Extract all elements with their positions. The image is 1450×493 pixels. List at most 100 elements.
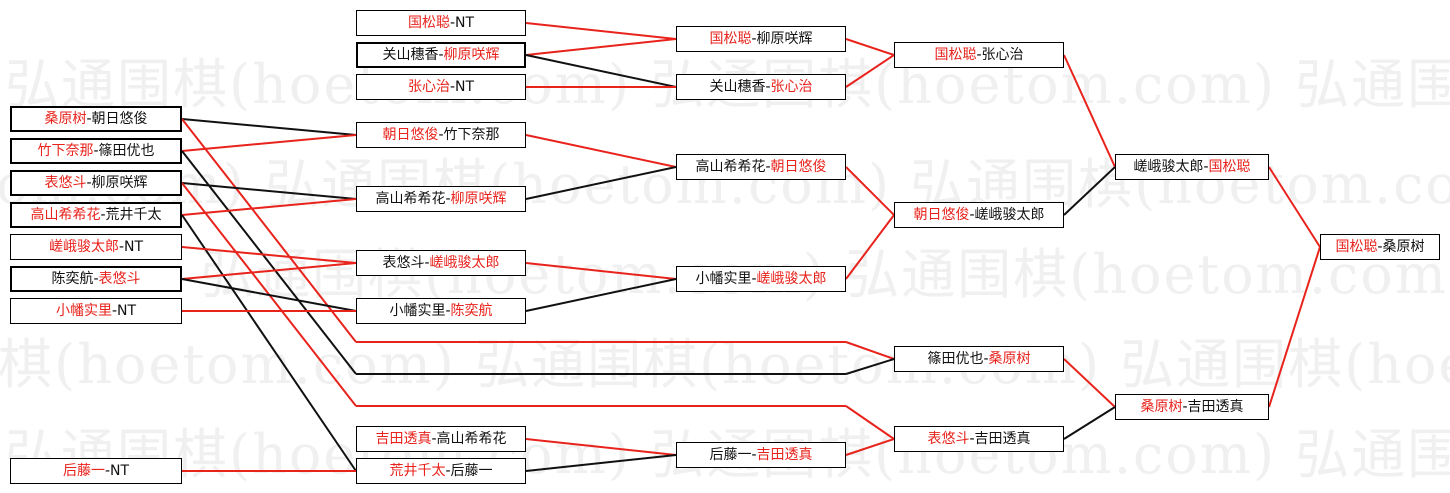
player-name: 嵯峨骏太郎 [756, 271, 827, 287]
match-box-sz[interactable]: 桑原树-吉田透真 [1115, 394, 1269, 420]
player-name: 竹下奈那 [37, 143, 94, 159]
connector-line [1063, 166, 1116, 216]
separator: - [765, 159, 771, 175]
player-name: 高山希希花 [375, 191, 446, 207]
separator: - [424, 255, 430, 271]
connector-line [845, 214, 895, 280]
player-name: 朝日悠俊 [913, 207, 970, 223]
player-name: 陈奕航 [51, 271, 94, 287]
player-name: 吉田透真 [1187, 399, 1244, 415]
match-box-hy[interactable]: 后藤一-吉田透真 [676, 442, 846, 468]
player-name: 柳原咲辉 [450, 191, 507, 207]
player-name: 嵯峨骏太郎 [429, 255, 500, 271]
connector-line [181, 134, 357, 152]
connector-line [525, 166, 677, 200]
match-box-r6[interactable]: 陈奕航-表悠斗 [10, 266, 182, 292]
separator: - [431, 431, 437, 447]
match-box-c4[interactable]: 小幡实里-陈奕航 [356, 298, 526, 324]
match-box-gt[interactable]: 后藤一-NT [10, 458, 182, 484]
player-name: 荒井千太 [389, 463, 446, 479]
player-name: 后藤一 [450, 463, 493, 479]
player-name: 小幡实里 [389, 303, 446, 319]
match-box-kz[interactable]: 关山穗香-张心治 [676, 74, 846, 100]
connector-line [845, 438, 895, 456]
match-box-f1[interactable]: 嵯峨骏太郎-国松聪 [1115, 154, 1269, 180]
match-box-c2[interactable]: 高山希希花-柳原咲辉 [356, 186, 526, 212]
separator: - [449, 15, 456, 31]
player-name: 小幡实里 [55, 303, 112, 319]
match-box-r2[interactable]: 竹下奈那-篠田优也 [10, 138, 182, 164]
separator: - [445, 191, 451, 207]
connector-line [1063, 54, 1116, 168]
match-box-final[interactable]: 国松聪-桑原树 [1320, 234, 1440, 260]
player-name: NT [110, 463, 130, 479]
match-box-yt[interactable]: 吉田透真-高山希希花 [356, 426, 526, 452]
match-box-gz[interactable]: 国松聪-张心治 [894, 42, 1064, 68]
player-name: 朝日悠俊 [770, 159, 827, 175]
connector-line [181, 198, 357, 216]
separator: - [86, 111, 92, 127]
match-box-zxz[interactable]: 张心治-NT [356, 74, 526, 100]
player-name: NT [455, 79, 475, 95]
separator: - [969, 431, 975, 447]
match-box-kyl[interactable]: 关山穗香-柳原咲辉 [356, 42, 526, 68]
match-box-d2[interactable]: 小幡实里-嵯峨骏太郎 [676, 266, 846, 292]
separator: - [969, 207, 975, 223]
connector-line [181, 214, 357, 472]
match-box-c1[interactable]: 朝日悠俊-竹下奈那 [356, 122, 526, 148]
match-box-d1[interactable]: 高山希希花-朝日悠俊 [676, 154, 846, 180]
player-name: 国松聪 [709, 31, 752, 47]
separator: - [449, 79, 456, 95]
connector-line [1268, 246, 1321, 408]
player-name: 荒井千太 [105, 207, 162, 223]
player-name: 竹下奈那 [443, 127, 500, 143]
connector-line [1063, 406, 1116, 440]
player-name: 张心治 [770, 79, 813, 95]
player-name: 表悠斗 [927, 431, 970, 447]
separator: - [1182, 399, 1188, 415]
player-name: 桑原树 [988, 351, 1031, 367]
connector-line [525, 54, 677, 88]
player-name: 国松聪 [1208, 159, 1251, 175]
player-name: 高山希希花 [436, 431, 507, 447]
player-name: 国松聪 [407, 15, 450, 31]
separator: - [111, 303, 118, 319]
player-name: 国松聪 [1335, 239, 1378, 255]
player-name: 吉田透真 [375, 431, 432, 447]
separator: - [751, 271, 757, 287]
separator: - [93, 271, 99, 287]
player-name: 朝日悠俊 [91, 111, 148, 127]
match-box-ngt[interactable]: 国松聪-NT [356, 10, 526, 36]
player-name: 关山穗香 [709, 79, 766, 95]
match-box-ah[interactable]: 荒井千太-后藤一 [356, 458, 526, 484]
match-box-r5[interactable]: 嵯峨骏太郎-NT [10, 234, 182, 260]
match-box-r3[interactable]: 表悠斗-柳原咲辉 [10, 170, 182, 196]
match-box-e1[interactable]: 朝日悠俊-嵯峨骏太郎 [894, 202, 1064, 228]
player-name: 国松聪 [934, 47, 977, 63]
player-name: NT [455, 15, 475, 31]
connector-line [181, 118, 357, 136]
connector-line [845, 38, 895, 56]
player-name: 高山希希花 [30, 207, 101, 223]
separator: - [438, 47, 444, 63]
separator: - [751, 447, 757, 463]
match-box-r7[interactable]: 小幡实里-NT [10, 298, 182, 324]
player-name: 陈奕航 [450, 303, 493, 319]
match-box-bz[interactable]: 表悠斗-吉田透真 [894, 426, 1064, 452]
match-box-r4[interactable]: 高山希希花-荒井千太 [10, 202, 182, 228]
player-name: 张心治 [981, 47, 1024, 63]
match-box-sx[interactable]: 篠田优也-桑原树 [894, 346, 1064, 372]
match-box-c3[interactable]: 表悠斗-嵯峨骏太郎 [356, 250, 526, 276]
match-box-ngl[interactable]: 国松聪-柳原咲辉 [676, 26, 846, 52]
match-box-r1[interactable]: 桑原树-朝日悠俊 [10, 106, 182, 132]
connector-line [181, 150, 357, 375]
separator: - [93, 143, 99, 159]
connector-line [845, 341, 895, 360]
connector-line [525, 454, 677, 472]
connector-line [525, 22, 677, 40]
separator: - [100, 207, 106, 223]
player-name: 吉田透真 [756, 447, 813, 463]
separator: - [765, 79, 771, 95]
player-name: 桑原树 [1140, 399, 1183, 415]
player-name: 篠田优也 [927, 351, 984, 367]
